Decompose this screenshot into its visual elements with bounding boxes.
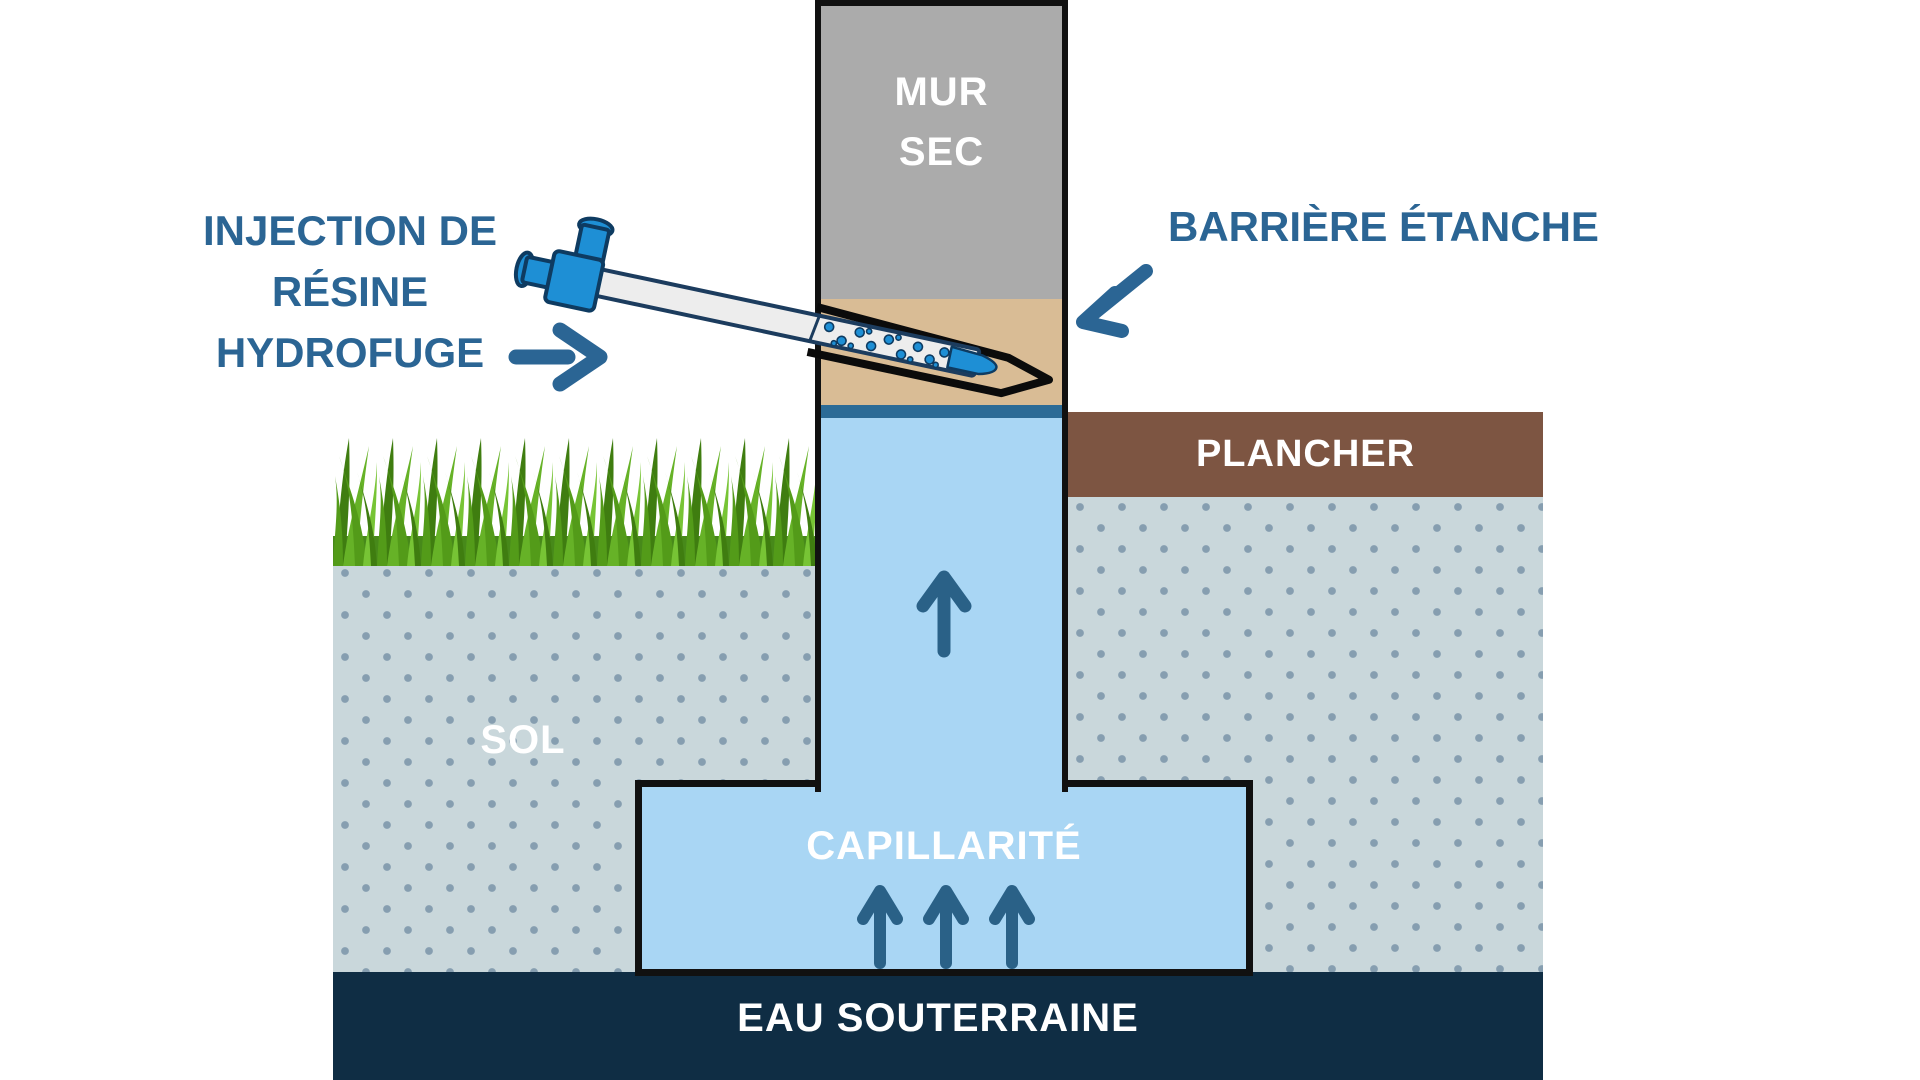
capillary-column — [815, 418, 1068, 792]
injection-label-line1: INJECTION DE — [202, 207, 498, 254]
valve-top-flange — [577, 216, 615, 238]
grass — [333, 424, 815, 566]
wall-label: MUR SEC — [894, 62, 988, 182]
wall-label-line2: SEC — [898, 130, 985, 174]
groundwater-band: EAU SOUTERRAINE — [333, 972, 1543, 1080]
dry-wall-section: MUR SEC — [821, 6, 1062, 299]
injection-label-line2: RÉSINE — [271, 268, 429, 315]
injection-label: INJECTION DE RÉSINE HYDROFUGE — [140, 200, 560, 383]
wall: MUR SEC — [815, 0, 1068, 418]
soil-label: SOL — [480, 718, 566, 762]
down-left-arrow-icon — [1076, 264, 1153, 338]
soil-left — [333, 563, 815, 972]
floor-slab: PLANCHER — [1068, 412, 1543, 497]
injection-label-line3: HYDROFUGE — [215, 329, 485, 376]
barrier-label: BARRIÈRE ÉTANCHE — [1168, 203, 1599, 250]
barrier-zone — [821, 299, 1062, 405]
valve-top-nozzle — [573, 222, 611, 267]
barrier-line — [821, 405, 1062, 418]
groundwater-label: EAU SOUTERRAINE — [737, 996, 1139, 1040]
wall-label-line1: MUR — [894, 70, 989, 114]
capillarity-label: CAPILLARITÉ — [806, 824, 1082, 868]
floor-label: PLANCHER — [1195, 433, 1416, 475]
footing — [635, 780, 1253, 976]
